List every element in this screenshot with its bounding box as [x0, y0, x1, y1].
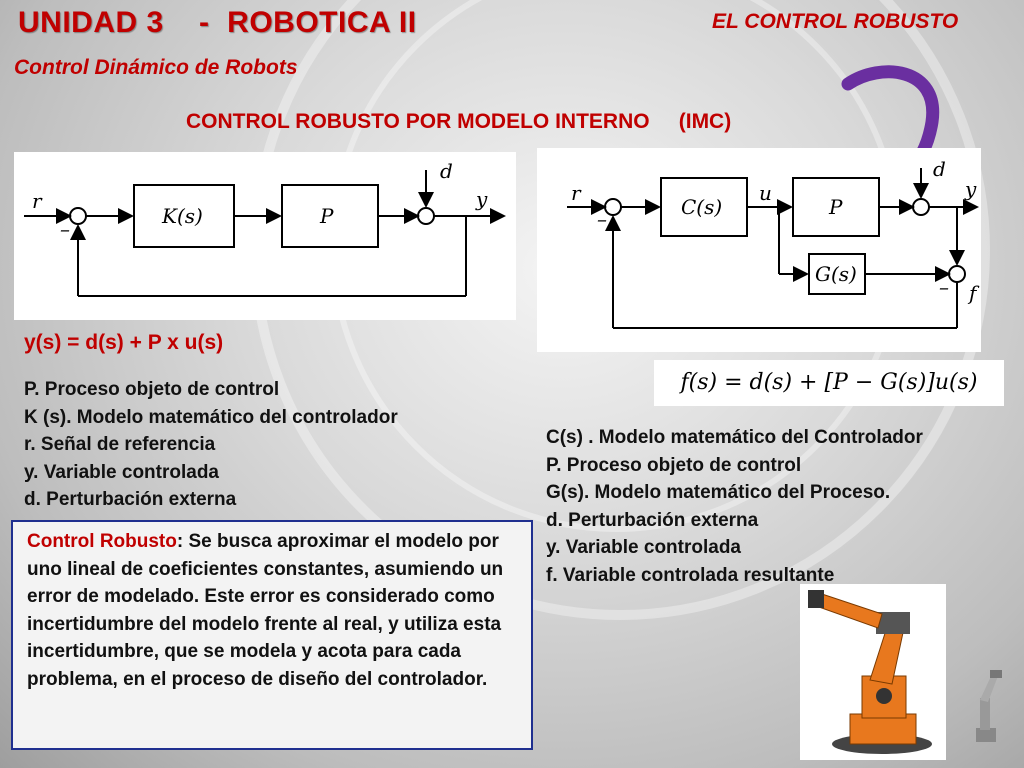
label-u: u: [759, 181, 772, 205]
list-item: r. Señal de referencia: [24, 434, 216, 455]
equation-left: y(s) = d(s) + P x u(s): [24, 331, 224, 354]
block-diagram-feedback: r – K(s) P d y: [14, 152, 516, 320]
label-r: r: [32, 189, 43, 213]
list-item: y. Variable controlada: [546, 537, 742, 558]
list-item: P. Proceso objeto de control: [24, 379, 280, 400]
list-item: d. Perturbación externa: [24, 489, 237, 510]
right-definitions: C(s) . Modelo matemático del Controlador…: [546, 424, 923, 589]
equation-right-text: f(s) = d(s) + [P − G(s)]u(s): [680, 370, 978, 395]
label-minus: –: [597, 207, 607, 231]
section-heading: CONTROL ROBUSTO POR MODELO INTERNO (IMC): [186, 110, 732, 133]
label-d: d: [933, 157, 946, 181]
label-d: d: [440, 159, 453, 183]
block-diagram-imc: r – C(s) u P d y G(s) – f: [537, 148, 981, 352]
small-robot-illustration: [976, 670, 1002, 742]
robust-control-term: Control Robusto: [27, 531, 177, 552]
block-cs: C(s): [681, 195, 722, 219]
list-item: f. Variable controlada resultante: [546, 564, 835, 586]
robust-control-box: Control Robusto: Se busca aproximar el m…: [11, 520, 533, 750]
block-p: P: [319, 204, 334, 228]
left-definitions: P. Proceso objeto de control K (s). Mode…: [24, 376, 398, 514]
list-item: d. Perturbación externa: [546, 509, 759, 531]
label-f: f: [967, 281, 980, 305]
block-gs: G(s): [815, 262, 857, 286]
block-p: P: [828, 195, 843, 219]
label-minus: –: [939, 275, 949, 299]
list-item: K (s). Modelo matemático del controlador: [24, 406, 398, 428]
label-minus: –: [60, 217, 70, 241]
list-item: G(s). Modelo matemático del Proceso.: [546, 482, 891, 503]
slide-title: UNIDAD 3 - ROBOTICA II: [18, 6, 417, 39]
label-y: y: [964, 177, 977, 201]
industrial-robot-illustration: [800, 584, 946, 760]
list-item: C(s) . Modelo matemático del Controlador: [546, 427, 923, 448]
block-ks: K(s): [161, 204, 203, 228]
label-y: y: [475, 187, 488, 211]
list-item: P. Proceso objeto de control: [546, 454, 802, 476]
list-item: y. Variable controlada: [24, 461, 220, 483]
robust-control-text: : Se busca aproximar el modelo por uno l…: [27, 531, 504, 690]
section-label: EL CONTROL ROBUSTO: [712, 10, 959, 33]
equation-right: f(s) = d(s) + [P − G(s)]u(s): [654, 360, 1004, 406]
label-r: r: [571, 181, 582, 205]
slide-subtitle: Control Dinámico de Robots: [14, 56, 298, 79]
